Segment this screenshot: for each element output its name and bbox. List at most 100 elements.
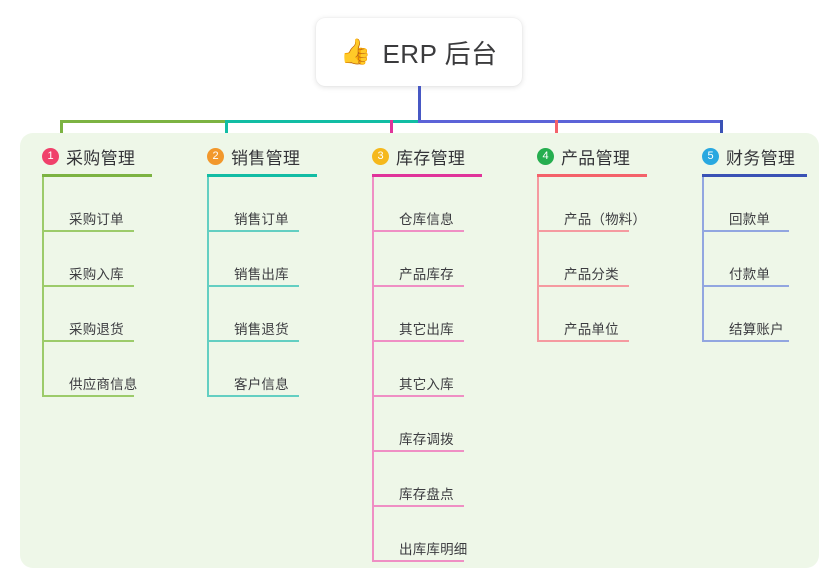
leaf-item-label: 产品库存 (399, 267, 454, 282)
branch-spine (537, 177, 539, 342)
leaf-item-label: 其它出库 (399, 322, 454, 337)
leaf-item-label: 库存调拨 (399, 432, 454, 447)
leaf-item-rule (702, 340, 789, 342)
branch-drop-5 (720, 120, 723, 144)
branch-number-badge: 1 (42, 147, 59, 165)
leaf-item-rule (207, 230, 299, 232)
leaf-item-label: 回款单 (729, 212, 771, 227)
thumbs-up-icon: 👍 (340, 37, 372, 66)
branch-header-5[interactable]: 5 财务管理 (702, 144, 807, 168)
leaf-item-label: 产品（物料） (564, 212, 647, 227)
branch-leaf-list: 销售订单销售出库销售退货客户信息 (207, 177, 317, 397)
leaf-item[interactable]: 产品单位 (537, 287, 647, 342)
branch-number-badge: 5 (702, 147, 719, 165)
leaf-item[interactable]: 出库库明细 (372, 507, 482, 562)
branch-number-badge: 2 (207, 147, 224, 165)
leaf-item-rule (702, 230, 789, 232)
root-node-card[interactable]: 👍 ERP 后台 (316, 18, 522, 86)
leaf-item-rule (372, 450, 464, 452)
leaf-item-label: 出库库明细 (399, 542, 468, 557)
leaf-item[interactable]: 回款单 (702, 177, 807, 232)
leaf-item[interactable]: 销售订单 (207, 177, 317, 232)
leaf-item-label: 销售出库 (234, 267, 289, 282)
branch-title: 产品管理 (561, 148, 631, 168)
leaf-item-rule (372, 285, 464, 287)
leaf-item-label: 仓库信息 (399, 212, 454, 227)
branch-header-rule (207, 174, 317, 177)
branch-header-2[interactable]: 2 销售管理 (207, 144, 317, 168)
branch-number-badge: 4 (537, 147, 554, 165)
leaf-item-rule (372, 230, 464, 232)
leaf-item[interactable]: 其它入库 (372, 342, 482, 397)
leaf-item[interactable]: 销售退货 (207, 287, 317, 342)
leaf-item-label: 产品单位 (564, 322, 619, 337)
leaf-item[interactable]: 仓库信息 (372, 177, 482, 232)
leaf-item-label: 付款单 (729, 267, 771, 282)
branch-leaf-list: 产品（物料） 产品分类产品单位 (537, 177, 647, 342)
branch-number-badge: 3 (372, 147, 389, 165)
branch-header-rule (372, 174, 482, 177)
branch-header-4[interactable]: 4 产品管理 (537, 144, 647, 168)
leaf-item[interactable]: 销售出库 (207, 232, 317, 287)
leaf-item-label: 销售订单 (234, 212, 289, 227)
leaf-item-rule (207, 340, 299, 342)
branch-title: 销售管理 (231, 148, 301, 168)
branch-header-rule (42, 174, 152, 177)
branch-header-rule (702, 174, 807, 177)
leaf-item-rule (372, 340, 464, 342)
branch-drop-2 (225, 120, 228, 144)
leaf-item[interactable]: 采购订单 (42, 177, 152, 232)
leaf-item-label: 采购订单 (69, 212, 124, 227)
leaf-item-rule (537, 340, 629, 342)
leaf-item-label: 销售退货 (234, 322, 289, 337)
leaf-item-rule (702, 285, 789, 287)
leaf-item-label: 采购入库 (69, 267, 124, 282)
branch-column-4: 4 产品管理产品（物料） 产品分类产品单位 (537, 144, 647, 342)
connector-segment-left (60, 120, 228, 123)
leaf-item-label: 产品分类 (564, 267, 619, 282)
leaf-item[interactable]: 产品分类 (537, 232, 647, 287)
branch-spine (207, 177, 209, 397)
leaf-item-label: 其它入库 (399, 377, 454, 392)
leaf-item[interactable]: 付款单 (702, 232, 807, 287)
branch-drop-3 (390, 120, 393, 144)
trunk-line (418, 86, 421, 123)
leaf-item[interactable]: 产品（物料） (537, 177, 647, 232)
leaf-item-label: 客户信息 (234, 377, 289, 392)
branches-panel (20, 133, 819, 568)
leaf-item-label: 供应商信息 (69, 377, 138, 392)
branch-column-5: 5 财务管理回款单付款单结算账户 (702, 144, 807, 342)
branch-spine (42, 177, 44, 397)
branch-leaf-list: 仓库信息产品库存其它出库其它入库库存调拨库存盘点出库库明细 (372, 177, 482, 562)
leaf-item[interactable]: 客户信息 (207, 342, 317, 397)
branch-spine (702, 177, 704, 342)
leaf-item[interactable]: 采购退货 (42, 287, 152, 342)
leaf-item-rule (372, 395, 464, 397)
leaf-item[interactable]: 结算账户 (702, 287, 807, 342)
branch-column-2: 2 销售管理销售订单销售出库销售退货客户信息 (207, 144, 317, 397)
branch-drop-4 (555, 120, 558, 144)
leaf-item-rule (537, 230, 629, 232)
leaf-item-rule (42, 340, 134, 342)
branch-leaf-list: 采购订单采购入库采购退货供应商信息 (42, 177, 152, 397)
leaf-item[interactable]: 供应商信息 (42, 342, 152, 397)
leaf-item-rule (42, 230, 134, 232)
leaf-item[interactable]: 采购入库 (42, 232, 152, 287)
leaf-item-label: 采购退货 (69, 322, 124, 337)
leaf-item[interactable]: 其它出库 (372, 287, 482, 342)
leaf-item[interactable]: 库存调拨 (372, 397, 482, 452)
branch-leaf-list: 回款单付款单结算账户 (702, 177, 807, 342)
leaf-item-label: 库存盘点 (399, 487, 454, 502)
branch-drop-1 (60, 120, 63, 144)
connector-segment-mid (225, 120, 421, 123)
leaf-item[interactable]: 产品库存 (372, 232, 482, 287)
leaf-item-rule (42, 395, 134, 397)
leaf-item-rule (207, 285, 299, 287)
leaf-item[interactable]: 库存盘点 (372, 452, 482, 507)
leaf-item-label: 结算账户 (729, 322, 784, 337)
branch-title: 财务管理 (726, 148, 796, 168)
